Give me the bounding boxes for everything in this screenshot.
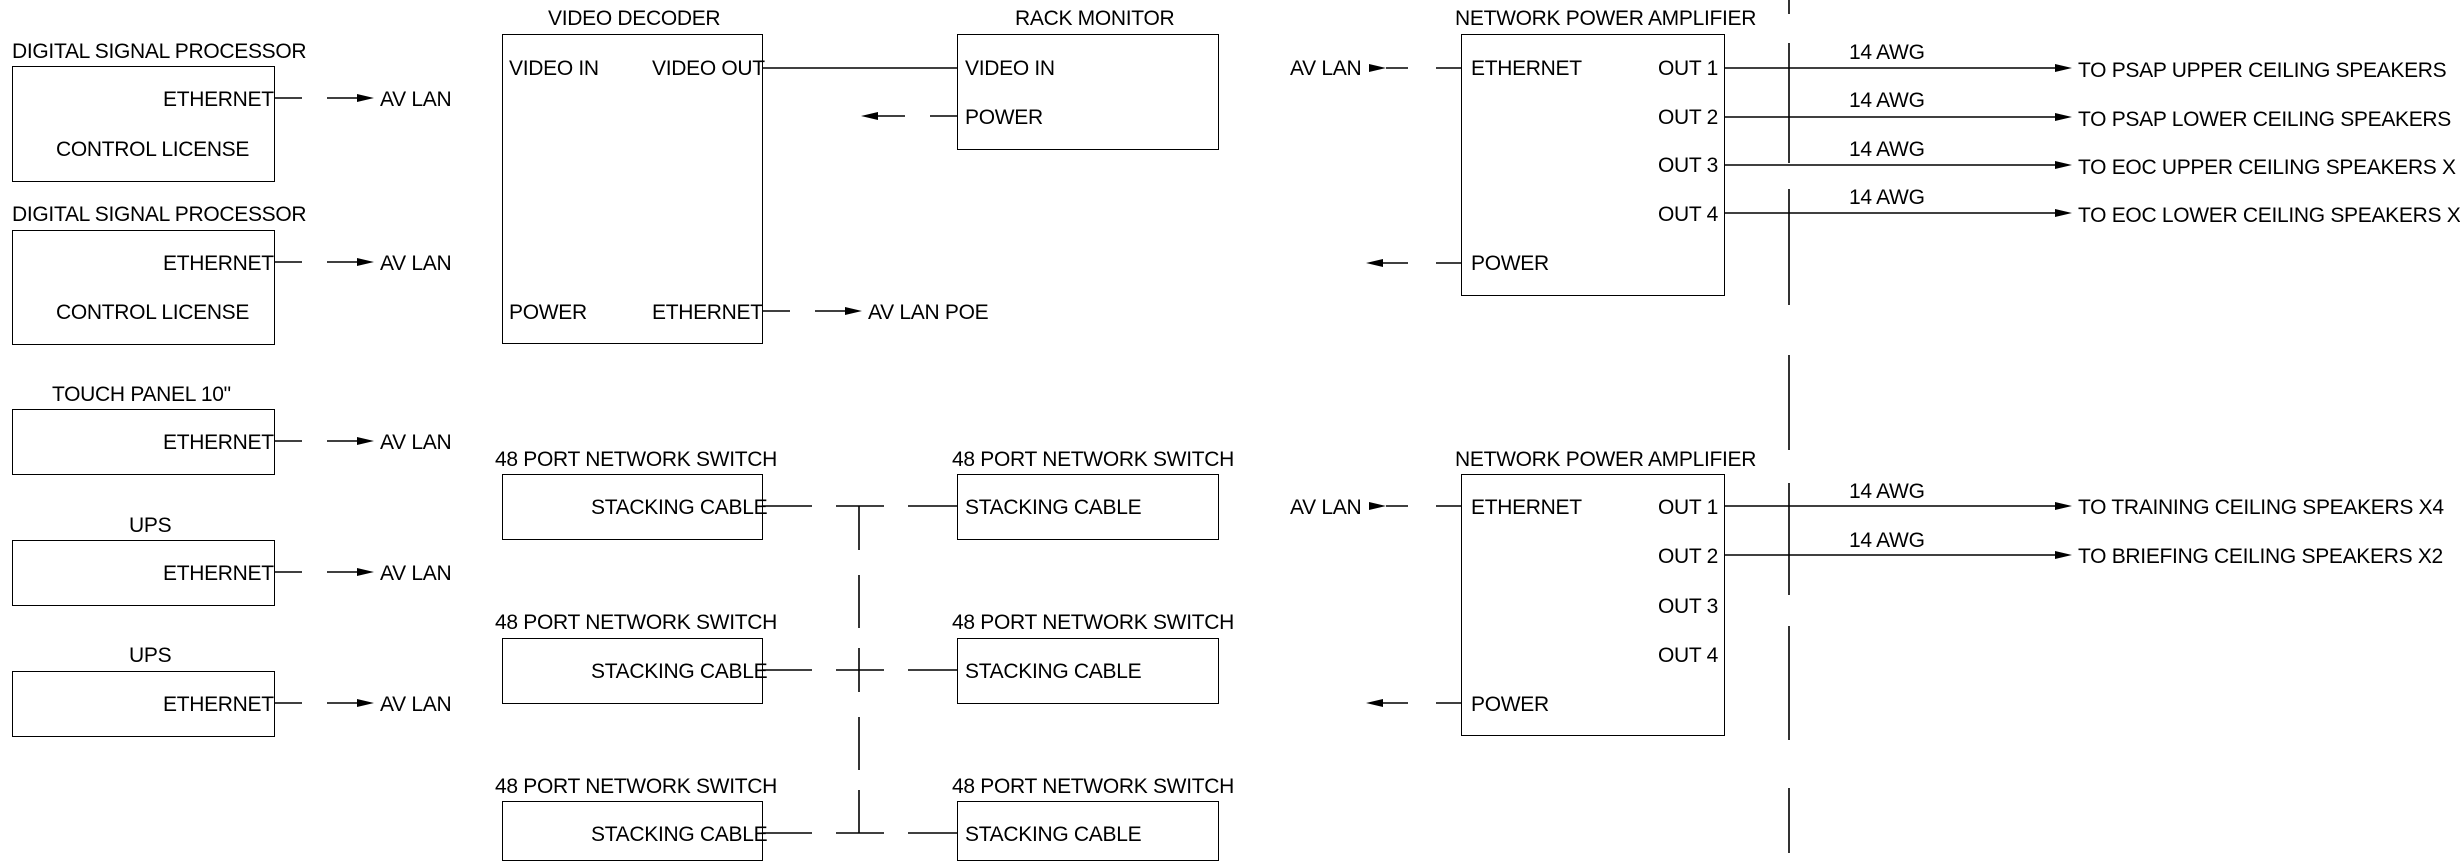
amp2-out4-port: OUT 4 [1658,644,1718,667]
amp1-out4-awg: 14 AWG [1849,186,1925,209]
amp1-title: NETWORK POWER AMPLIFIER [1455,7,1757,30]
amp1-out3-port: OUT 3 [1658,154,1718,177]
switch-r2-box [957,638,1219,704]
arrow-ups2-avlan [357,699,374,707]
switch-l1-box [502,474,763,540]
switch-r3-title: 48 PORT NETWORK SWITCH [952,775,1234,798]
ups2-box [12,671,275,737]
switch-l3-title: 48 PORT NETWORK SWITCH [495,775,777,798]
decoder-dest-label: AV LAN POE [868,301,989,324]
amp1-out1-awg: 14 AWG [1849,41,1925,64]
switch-l2-box [502,638,763,704]
arrow-amp1-out1 [2055,64,2072,72]
monitor-box [957,34,1219,150]
wiring-diagram: DIGITAL SIGNAL PROCESSOR ETHERNET CONTRO… [12,0,2460,861]
dsp2-dest-label: AV LAN [380,252,452,275]
decoder-video-out-port: VIDEO OUT [652,57,765,80]
decoder-box [502,34,763,344]
arrow-decoder-avlanpoe [845,307,862,315]
amp1-avlan-label: AV LAN [1290,57,1362,80]
amp1-out3-awg: 14 AWG [1849,138,1925,161]
amp2-out2-port: OUT 2 [1658,545,1718,568]
amp2-box [1461,474,1725,736]
ups2-dest-label: AV LAN [380,693,452,716]
amp2-out2-awg: 14 AWG [1849,529,1925,552]
amp1-out1-dest: TO PSAP UPPER CEILING SPEAKERS [2078,59,2447,82]
amp2-power-port: POWER [1471,693,1549,716]
amp1-ethernet-port: ETHERNET [1471,57,1582,80]
amp2-out2-dest: TO BRIEFING CEILING SPEAKERS X2 [2078,545,2443,568]
monitor-title: RACK MONITOR [1015,7,1175,30]
arrow-ups1-avlan [357,568,374,576]
arrow-dsp2-avlan [357,258,374,266]
switch-l2-port: STACKING CABLE [591,660,768,683]
arrow-amp2-power [1366,699,1383,707]
arrow-amp1-power [1366,259,1383,267]
switch-r1-title: 48 PORT NETWORK SWITCH [952,448,1234,471]
monitor-video-in-port: VIDEO IN [965,57,1055,80]
amp1-out4-port: OUT 4 [1658,203,1718,226]
switch-r2-title: 48 PORT NETWORK SWITCH [952,611,1234,634]
ups2-title: UPS [129,644,172,667]
dsp1-control-license: CONTROL LICENSE [56,138,250,161]
amp2-ethernet-port: ETHERNET [1471,496,1582,519]
amp2-out1-dest: TO TRAINING CEILING SPEAKERS X4 [2078,496,2444,519]
arrow-amp1-out3 [2055,161,2072,169]
amp2-out3-port: OUT 3 [1658,595,1718,618]
switch-r1-port: STACKING CABLE [965,496,1142,519]
amp2-title: NETWORK POWER AMPLIFIER [1455,448,1757,471]
arrow-touch-avlan [357,437,374,445]
arrow-amp1-out4 [2055,209,2072,217]
monitor-power-port: POWER [965,106,1043,129]
switch-r2-port: STACKING CABLE [965,660,1142,683]
switch-r1-box [957,474,1219,540]
amp2-out1-awg: 14 AWG [1849,480,1925,503]
touch-ethernet-port: ETHERNET [163,431,274,454]
arrow-monitor-power [861,112,878,120]
amp2-out1-port: OUT 1 [1658,496,1718,519]
amp1-power-port: POWER [1471,252,1549,275]
arrow-amp2-out1 [2055,502,2072,510]
dsp2-control-license: CONTROL LICENSE [56,301,250,324]
amp1-out2-port: OUT 2 [1658,106,1718,129]
dsp2-box [12,230,275,345]
decoder-title: VIDEO DECODER [548,7,721,30]
ups1-title: UPS [129,514,172,537]
touch-title: TOUCH PANEL 10" [52,383,231,406]
ups1-box [12,540,275,606]
amp1-out2-awg: 14 AWG [1849,89,1925,112]
dsp1-title: DIGITAL SIGNAL PROCESSOR [12,40,307,63]
decoder-power-port: POWER [509,301,587,324]
ups1-dest-label: AV LAN [380,562,452,585]
amp1-out2-dest: TO PSAP LOWER CEILING SPEAKERS [2078,108,2452,131]
arrow-amp2-out2 [2055,551,2072,559]
wiring-lines [274,0,2072,853]
arrow-amp1-out2 [2055,113,2072,121]
arrow-dsp1-avlan [357,94,374,102]
amp1-out1-port: OUT 1 [1658,57,1718,80]
amp1-box [1461,34,1725,296]
switch-r3-port: STACKING CABLE [965,823,1142,846]
decoder-ethernet-port: ETHERNET [652,301,763,324]
amp1-out4-dest: TO EOC LOWER CEILING SPEAKERS X [2078,204,2460,227]
switch-l2-title: 48 PORT NETWORK SWITCH [495,611,777,634]
arrow-amp2-avlan [1369,502,1386,510]
decoder-video-in-port: VIDEO IN [509,57,599,80]
dsp2-ethernet-port: ETHERNET [163,252,274,275]
switch-l1-port: STACKING CABLE [591,496,768,519]
ups2-ethernet-port: ETHERNET [163,693,274,716]
dsp1-box [12,66,275,182]
dsp1-dest-label: AV LAN [380,88,452,111]
switch-l3-port: STACKING CABLE [591,823,768,846]
amp1-out3-dest: TO EOC UPPER CEILING SPEAKERS X [2078,156,2456,179]
dsp2-title: DIGITAL SIGNAL PROCESSOR [12,203,307,226]
arrow-amp1-avlan [1369,64,1386,72]
touch-dest-label: AV LAN [380,431,452,454]
dsp1-ethernet-port: ETHERNET [163,88,274,111]
touch-box [12,409,275,475]
switch-l1-title: 48 PORT NETWORK SWITCH [495,448,777,471]
amp2-avlan-label: AV LAN [1290,496,1362,519]
ups1-ethernet-port: ETHERNET [163,562,274,585]
